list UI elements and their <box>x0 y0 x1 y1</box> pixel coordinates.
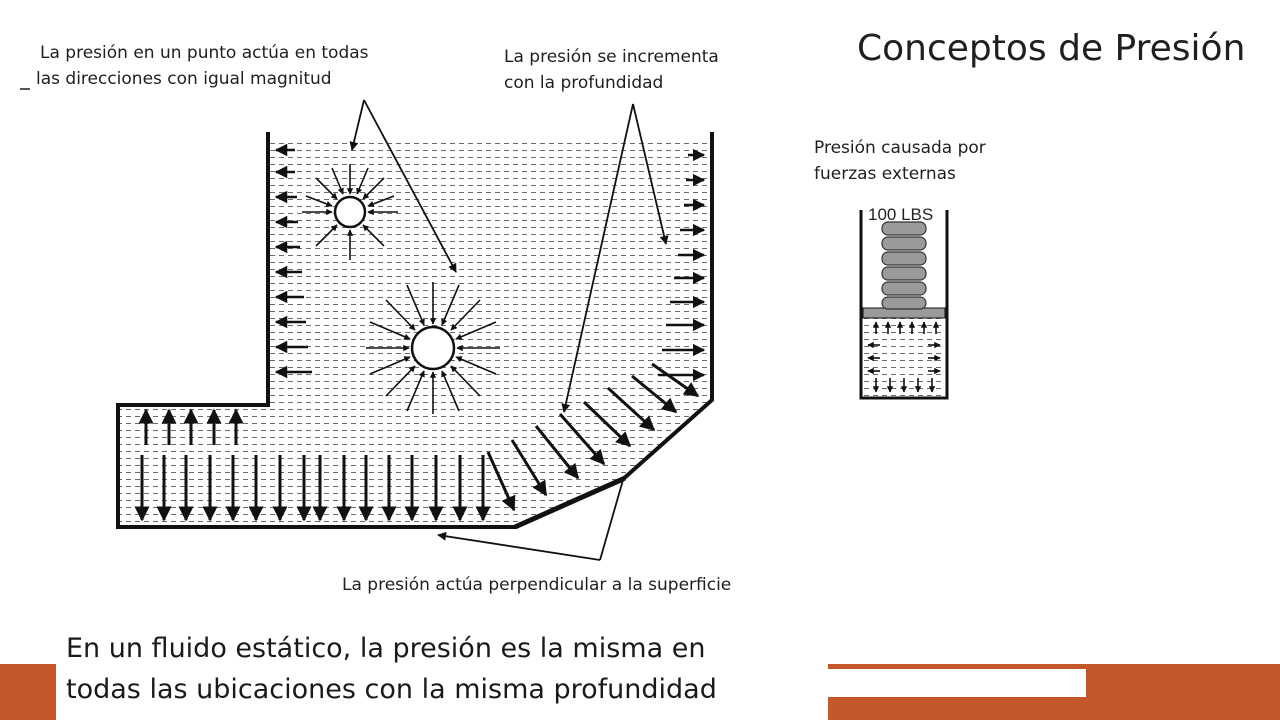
slide-title: Conceptos de Presión <box>857 28 1246 69</box>
right-wall-arrows <box>658 148 706 382</box>
slope-arrows <box>486 362 700 512</box>
summary-line2: todas las ubicaciones con la misma profu… <box>66 674 717 705</box>
note-perpendicular: La presión actúa perpendicular a la supe… <box>342 575 732 595</box>
summary-line1: En un fluido estático, la presión es la … <box>66 633 706 664</box>
tank-walls <box>116 132 714 529</box>
bullet-dash <box>20 88 30 90</box>
leader-lines <box>349 99 669 561</box>
floor-arrows <box>134 455 491 522</box>
large-bubble-arrows <box>366 282 500 414</box>
summary-statement: En un fluido estático, la presión es la … <box>66 628 717 710</box>
note-all-directions-line1: La presión en un punto actúa en todas <box>40 43 369 63</box>
tank-fluid <box>118 140 710 525</box>
note-external-line1: Presión causada por <box>814 138 986 158</box>
weight-label: 100 LBS <box>868 205 933 224</box>
note-depth: La presión se incrementa con la profundi… <box>504 44 719 96</box>
footer-white-strip <box>828 669 1086 697</box>
note-external-line2: fuerzas externas <box>814 164 956 184</box>
note-depth-line1: La presión se incrementa <box>504 47 719 67</box>
ceiling-arrows <box>138 408 244 445</box>
note-all-directions-line2: las direcciones con igual magnitud <box>36 69 332 89</box>
small-bubble-arrows <box>302 164 398 260</box>
left-wall-arrows <box>274 143 312 379</box>
note-depth-line2: con la profundidad <box>504 73 664 93</box>
statement-box <box>56 622 828 720</box>
note-all-directions: La presión en un punto actúa en todas la… <box>36 40 369 92</box>
piston-cylinder <box>859 210 949 400</box>
note-external-forces: Presión causada por fuerzas externas <box>814 135 986 187</box>
